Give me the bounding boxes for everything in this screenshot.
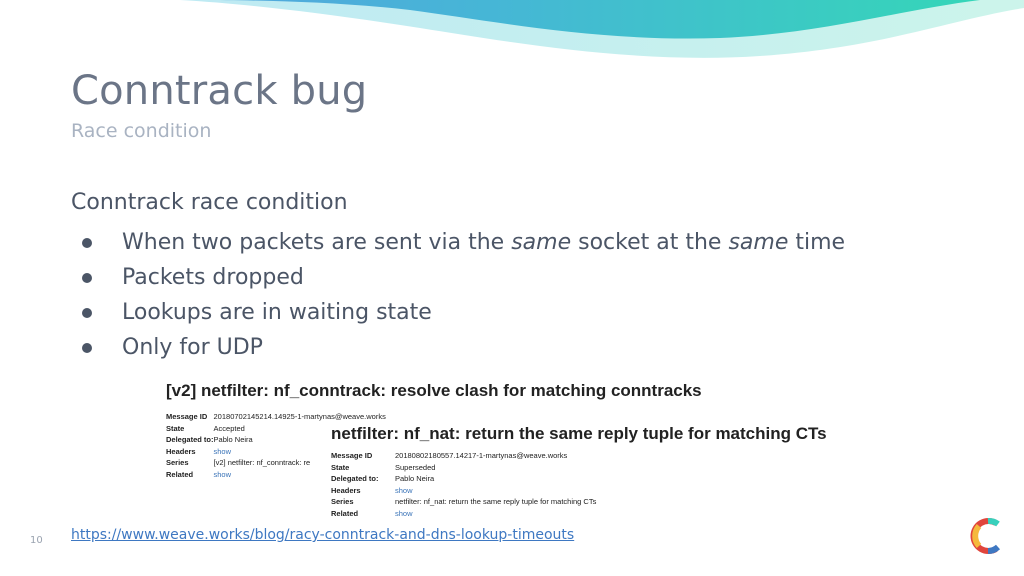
patch2-details: netfilter: nf_nat: return the same reply… <box>331 424 831 519</box>
headers-show-link[interactable]: show <box>213 446 232 456</box>
page-number: 10 <box>30 535 43 546</box>
intro-text: Conntrack race condition <box>71 190 348 215</box>
bullet-text: Lookups are in waiting state <box>122 300 432 325</box>
bullet-text: Only for UDP <box>122 335 263 360</box>
slide-title: Conntrack bug <box>71 68 368 114</box>
related-show-link[interactable]: show <box>395 508 413 518</box>
bullet-item: Packets dropped <box>82 260 845 295</box>
bullet-text: When two packets are sent via the same s… <box>122 230 846 255</box>
table-row: Series[v2] netfilter: nf_conntrack: re <box>166 458 311 468</box>
bullet-dot-icon <box>82 237 92 248</box>
bullet-item: Only for UDP <box>82 330 845 365</box>
header-wave-decoration <box>0 0 1024 58</box>
bullet-item: Lookups are in waiting state <box>82 295 845 330</box>
table-row: Delegated to:Pablo Neira <box>331 474 435 484</box>
slide-subtitle: Race condition <box>71 120 212 142</box>
patch1-title: [v2] netfilter: nf_conntrack: resolve cl… <box>166 381 702 400</box>
bullet-dot-icon <box>82 307 92 318</box>
blog-link[interactable]: https://www.weave.works/blog/racy-conntr… <box>71 527 575 543</box>
related-show-link[interactable]: show <box>213 469 232 479</box>
headers-show-link[interactable]: show <box>395 485 413 495</box>
bullet-dot-icon <box>82 272 92 283</box>
circle-c-logo-icon <box>970 518 1001 554</box>
table-row: Delegated to:Pablo Neira <box>166 435 253 445</box>
bullet-text: Packets dropped <box>122 265 304 290</box>
bullet-item: When two packets are sent via the same s… <box>82 225 845 260</box>
bullet-list: When two packets are sent via the same s… <box>82 225 845 365</box>
bullet-dot-icon <box>82 342 92 353</box>
patch2-title: netfilter: nf_nat: return the same reply… <box>331 424 827 443</box>
